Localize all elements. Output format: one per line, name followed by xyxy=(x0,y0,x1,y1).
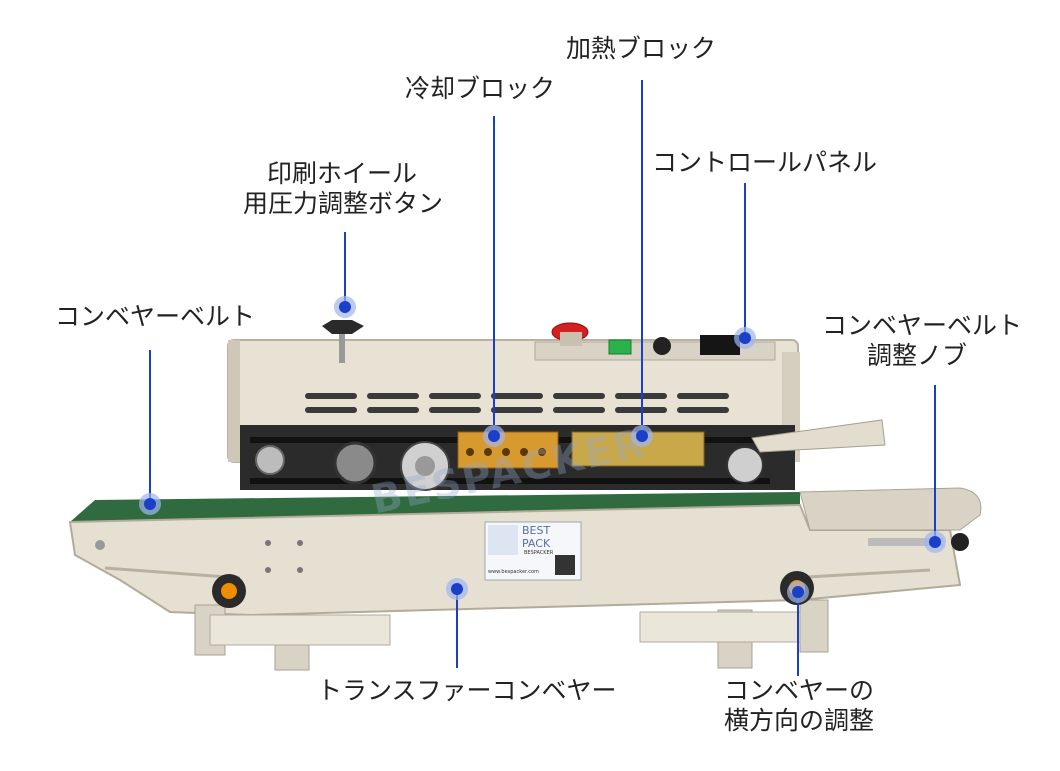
timing-belt-lower xyxy=(250,478,770,484)
belt-adjust-rod xyxy=(868,538,943,546)
pressure-knob-stem xyxy=(339,333,345,363)
output-tray xyxy=(751,419,886,453)
callout-dots xyxy=(139,296,946,603)
label-conveyor-belt: コンベヤーベルト xyxy=(55,302,256,331)
sealer-side-panel xyxy=(228,340,240,462)
label-print-wheel-line1: 印刷ホイール xyxy=(267,159,418,188)
label-belt-knob-line1: コンベヤーベルト xyxy=(822,311,1023,340)
foot-right xyxy=(799,599,829,653)
emergency-stop-base xyxy=(560,332,582,346)
belt-adjust-knob[interactable] xyxy=(951,533,969,551)
brand-sub: BESPACKER xyxy=(524,550,554,556)
label-lateral-line1: コンベヤーの xyxy=(724,676,875,705)
pulley-right xyxy=(726,446,764,484)
label-print-wheel-line2: 用圧力調整ボタン xyxy=(243,189,444,218)
vent-slots xyxy=(305,393,729,413)
pressure-knob[interactable] xyxy=(322,320,364,334)
pulley-gear xyxy=(333,441,377,485)
label-lateral-line2: 横方向の調整 xyxy=(724,706,875,735)
temperature-display xyxy=(700,335,740,355)
brand-line1: BEST xyxy=(522,524,551,537)
label-heating-block: 加熱ブロック xyxy=(566,34,717,63)
label-transfer-conveyor: トランスファーコンベヤー xyxy=(317,676,617,705)
power-switch[interactable] xyxy=(608,339,632,355)
conveyor-belt xyxy=(70,492,800,522)
label-cooling-block: 冷却ブロック xyxy=(405,74,556,103)
brand-url: www.bespacker.com xyxy=(488,569,539,575)
brand-line2: PACK xyxy=(522,537,551,550)
label-belt-knob-line2: 調整ノブ xyxy=(867,341,968,370)
pulley-left xyxy=(255,445,285,475)
label-control-panel: コントロールパネル xyxy=(652,148,878,177)
dial-knob[interactable] xyxy=(653,337,671,355)
